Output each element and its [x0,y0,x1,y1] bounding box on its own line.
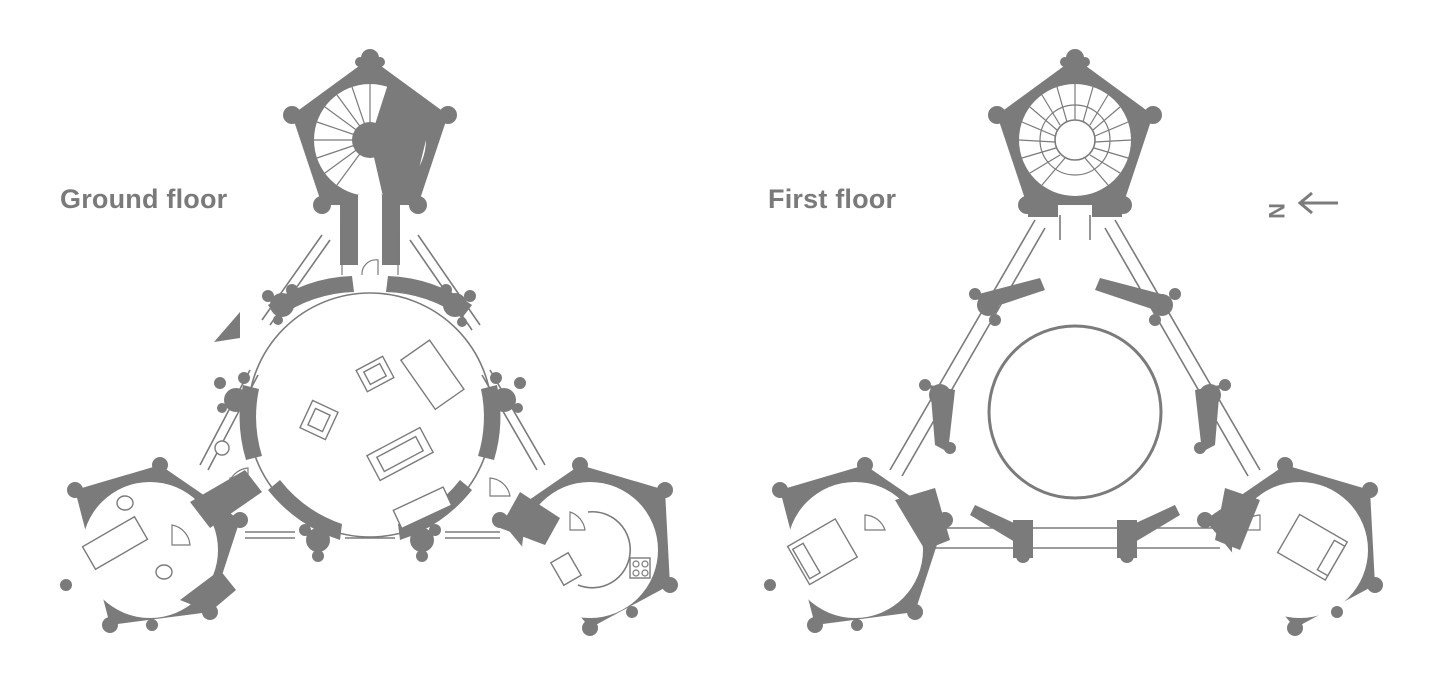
ground-buttresses [214,284,526,562]
first-left-bedroom-tower [764,457,953,633]
ground-stair-tower [283,49,457,276]
first-stair-tower [988,49,1162,217]
stove-icon [629,557,651,579]
ground-bath-tower [60,440,262,633]
first-floor-plan: N [764,49,1383,636]
ground-kitchen-tower [489,457,678,636]
ground-floor-plan [60,49,678,636]
toilet-icon [116,495,134,511]
kitchen-sink-icon [549,551,583,587]
first-right-bedroom-tower [1197,457,1383,636]
north-arrow-icon: N [1264,191,1338,219]
first-inner-walls [919,278,1231,563]
north-letter: N [1264,203,1289,219]
desk-icon [392,486,453,530]
bathtub-icon [81,515,149,571]
sink-icon [155,564,173,580]
first-outer-walls [889,215,1261,549]
table-icon [399,339,465,411]
first-gallery-void [987,324,1163,500]
first-floor-label: First floor [768,184,897,214]
entrance-icon [214,312,240,342]
ground-furniture [227,339,465,530]
ground-floor-label: Ground floor [60,184,228,214]
